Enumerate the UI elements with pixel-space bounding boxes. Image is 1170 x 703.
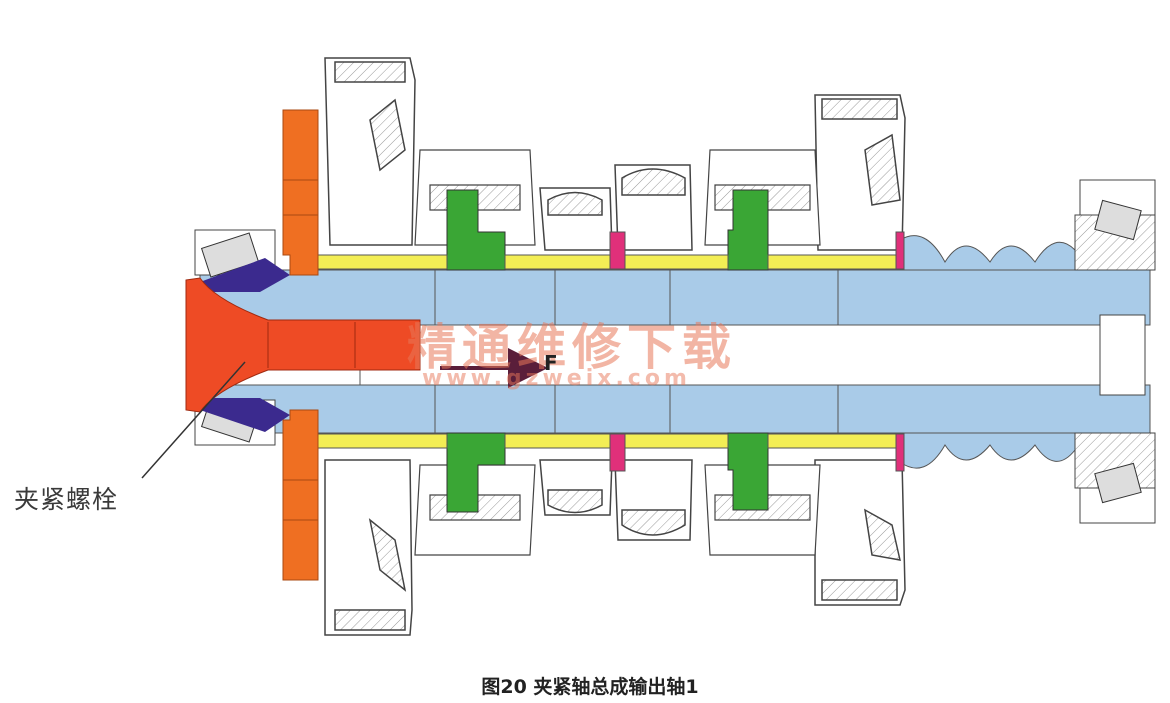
left-bearing (194, 229, 290, 446)
main-shaft (199, 235, 1151, 469)
bearing-race-lower (200, 398, 290, 432)
watermark-url: www.gzweix.com (422, 366, 691, 391)
watermark-site-name: 精通维修下载 (407, 319, 738, 376)
large-gear-right (814, 94, 906, 606)
clamp-bolt-label: 夹紧螺栓 (14, 485, 119, 514)
shaft-bore (359, 324, 1101, 386)
large-gear-left (324, 57, 416, 636)
figure-caption: 图20 夹紧轴总成输出轴1 (0, 672, 1170, 699)
shaft-upper-half (199, 269, 1151, 326)
sync-hub-right-upper (727, 189, 769, 271)
middle-gears (539, 164, 693, 541)
output-flange (282, 109, 319, 581)
bearing-race-upper (200, 258, 290, 292)
shaft-lower-half (199, 384, 1151, 434)
right-bearing (1074, 179, 1156, 524)
sync-hub-left-lower (446, 432, 506, 513)
sync-hub-left-upper (446, 189, 506, 271)
synchronizer-hubs (446, 189, 769, 513)
force-label: F (544, 351, 558, 375)
shaft-end-wave-upper (899, 235, 1076, 271)
sync-hub-right-lower (727, 432, 769, 511)
needle-bearings (309, 254, 899, 449)
spacer-rings (609, 231, 905, 472)
figure-caption-text: 图20 夹紧轴总成输出轴1 (481, 676, 699, 698)
shaft-end-wave-lower (899, 432, 1076, 469)
clamp-bolt-leader-line (141, 361, 246, 479)
